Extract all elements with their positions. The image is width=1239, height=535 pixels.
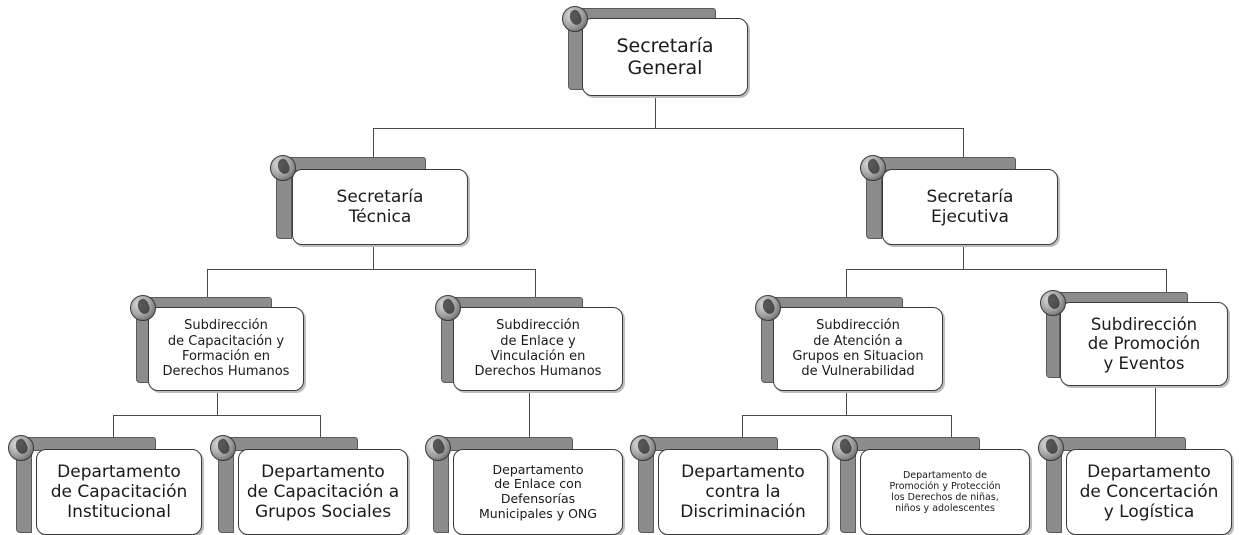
connector (113, 415, 114, 440)
node-dep-concertacion: Departamento de Concertación y Logística (1038, 435, 1238, 535)
node-dep-enlace-defensorias: Departamento de Enlace con Defensorías M… (425, 435, 625, 535)
node-secretaria-general: Secretaría General (562, 6, 762, 100)
node-secretaria-tecnica: Secretaría Técnica (270, 155, 475, 250)
globe-icon (1038, 435, 1064, 461)
globe-icon (860, 155, 886, 181)
node-label: Secretaría Técnica (292, 169, 468, 245)
node-label: Departamento de Promoción y Protección l… (860, 449, 1030, 535)
connector (846, 269, 1166, 270)
globe-icon (270, 155, 296, 181)
connector (963, 244, 964, 269)
globe-icon (832, 435, 858, 461)
globe-icon (755, 295, 781, 321)
node-label: Subdirección de Enlace y Vinculación en … (453, 307, 623, 391)
globe-icon (562, 6, 588, 32)
connector (742, 415, 743, 440)
node-sub-atencion: Subdirección de Atención a Grupos en Sit… (755, 295, 950, 395)
node-sub-promocion: Subdirección de Promoción y Eventos (1040, 290, 1235, 390)
connector (846, 393, 847, 415)
node-dep-cap-grupos: Departamento de Capacitación a Grupos So… (210, 435, 410, 535)
node-label: Subdirección de Atención a Grupos en Sit… (773, 307, 943, 391)
connector (320, 415, 321, 440)
node-label: Departamento contra la Discriminación (658, 449, 828, 535)
connector (373, 128, 963, 129)
connector (951, 415, 952, 440)
connector (217, 393, 218, 415)
node-label: Secretaría Ejecutiva (882, 169, 1058, 245)
node-label: Departamento de Concertación y Logística (1066, 449, 1232, 535)
globe-icon (210, 435, 236, 461)
node-label: Departamento de Enlace con Defensorías M… (453, 449, 623, 535)
node-dep-cap-institucional: Departamento de Capacitación Institucion… (8, 435, 206, 535)
globe-icon (8, 435, 34, 461)
node-label: Subdirección de Capacitación y Formación… (148, 307, 304, 391)
connector (373, 244, 374, 269)
connector (529, 393, 530, 438)
globe-icon (425, 435, 451, 461)
connector (655, 95, 656, 128)
globe-icon (130, 295, 156, 321)
node-secretaria-ejecutiva: Secretaría Ejecutiva (860, 155, 1065, 250)
connector (1166, 269, 1167, 307)
connector (742, 415, 951, 416)
node-sub-enlace: Subdirección de Enlace y Vinculación en … (435, 295, 630, 395)
connector (535, 269, 536, 307)
node-dep-promocion-ninos: Departamento de Promoción y Protección l… (832, 435, 1032, 535)
connector (113, 415, 320, 416)
node-dep-discriminacion: Departamento contra la Discriminación (630, 435, 830, 535)
connector (207, 269, 208, 307)
globe-icon (630, 435, 656, 461)
connector (846, 269, 847, 307)
globe-icon (1040, 290, 1066, 316)
node-label: Secretaría General (582, 18, 748, 96)
connector (373, 128, 374, 168)
node-sub-capacitacion: Subdirección de Capacitación y Formación… (130, 295, 310, 395)
globe-icon (435, 295, 461, 321)
connector (963, 128, 964, 168)
node-label: Departamento de Capacitación a Grupos So… (238, 449, 408, 535)
node-label: Departamento de Capacitación Institucion… (36, 449, 202, 535)
node-label: Subdirección de Promoción y Eventos (1060, 302, 1228, 386)
connector (1155, 388, 1156, 438)
connector (207, 269, 535, 270)
